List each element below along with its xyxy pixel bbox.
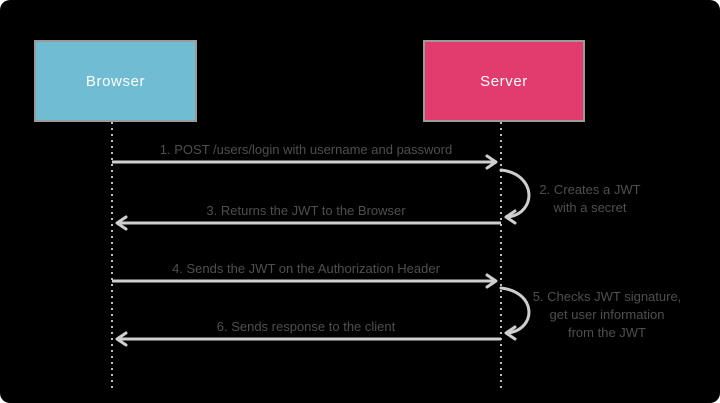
browser-actor-box: Browser [34,40,197,122]
arrowhead-right-icon [485,273,498,289]
message-label-4: 6. Sends response to the client [216,319,396,334]
message-label-2: 3. Returns the JWT to the Browser [206,203,406,218]
browser-actor-label: Browser [85,72,146,90]
message-label-1: 1. POST /users/login with username and p… [159,142,453,157]
arrowhead-right-icon [485,154,498,170]
server-note-check-jwt: 5. Checks JWT signature, get user inform… [528,288,686,342]
arrowhead-left-icon [504,209,517,225]
note-line: get user information [549,307,665,322]
arrowhead-left-icon [504,325,517,341]
arrowhead-left-icon [115,215,128,231]
server-actor-label: Server [480,72,528,90]
note-line: 5. Checks JWT signature, [532,289,682,304]
server-note-create-jwt: 2. Creates a JWT with a secret [520,181,660,217]
note-line: with a secret [553,200,627,215]
arrowhead-left-icon [115,331,128,347]
server-self-loop-1 [499,168,531,219]
message-label-3: 4. Sends the JWT on the Authorization He… [172,261,440,276]
note-line: 2. Creates a JWT [539,182,641,197]
server-self-loop-2 [499,286,531,335]
server-actor-box: Server [423,40,585,122]
note-line: from the JWT [567,325,646,340]
